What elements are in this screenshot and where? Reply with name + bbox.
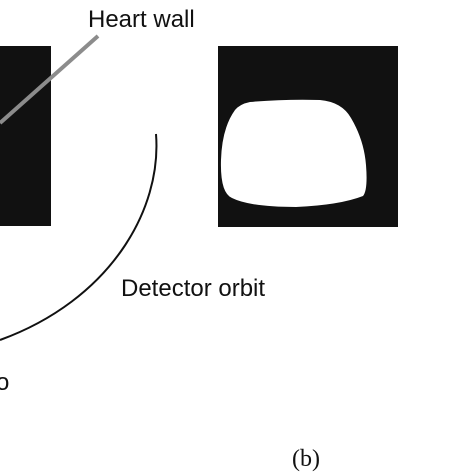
panel-label-b: (b) [292, 446, 320, 472]
heart-wall-label: Heart wall [88, 6, 195, 33]
cut-off-label: o [0, 369, 9, 396]
detector-orbit-label: Detector orbit [121, 275, 265, 302]
detector-orbit-arc [0, 133, 158, 341]
heart-wall-pointer-line [0, 34, 100, 125]
left-phantom-image [0, 46, 51, 226]
mask-blob [220, 99, 367, 207]
